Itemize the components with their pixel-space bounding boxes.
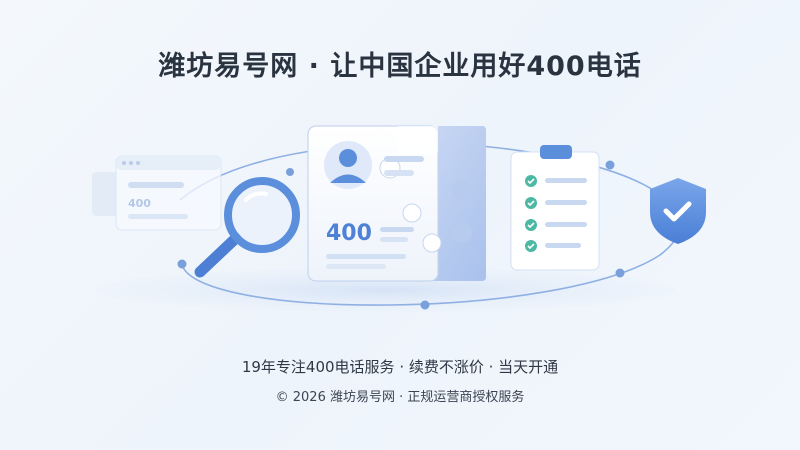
shield-check-icon: [650, 178, 706, 244]
orbit-dot: [177, 259, 187, 269]
platform-ellipse: [95, 268, 675, 312]
checklist-clipboard-icon: [510, 145, 600, 271]
browser-window-icon: 400: [92, 155, 222, 231]
orbit-dot: [286, 168, 294, 176]
browser-number: 400: [128, 197, 151, 210]
card-number: 400: [326, 221, 372, 246]
tagline: 19年专注400电话服务 · 续费不涨价 · 当天开通: [241, 358, 559, 376]
copyright: © 2026 潍坊易号网 · 正规运营商授权服务: [275, 390, 525, 405]
profile-card-icon: 400: [307, 125, 442, 282]
headline: 潍坊易号网 · 让中国企业用好400电话: [158, 51, 642, 82]
orbit-dot: [605, 160, 615, 170]
magnifier-icon: [194, 177, 300, 278]
orbit-dot: [615, 268, 625, 278]
orbit-dot: [420, 300, 430, 310]
